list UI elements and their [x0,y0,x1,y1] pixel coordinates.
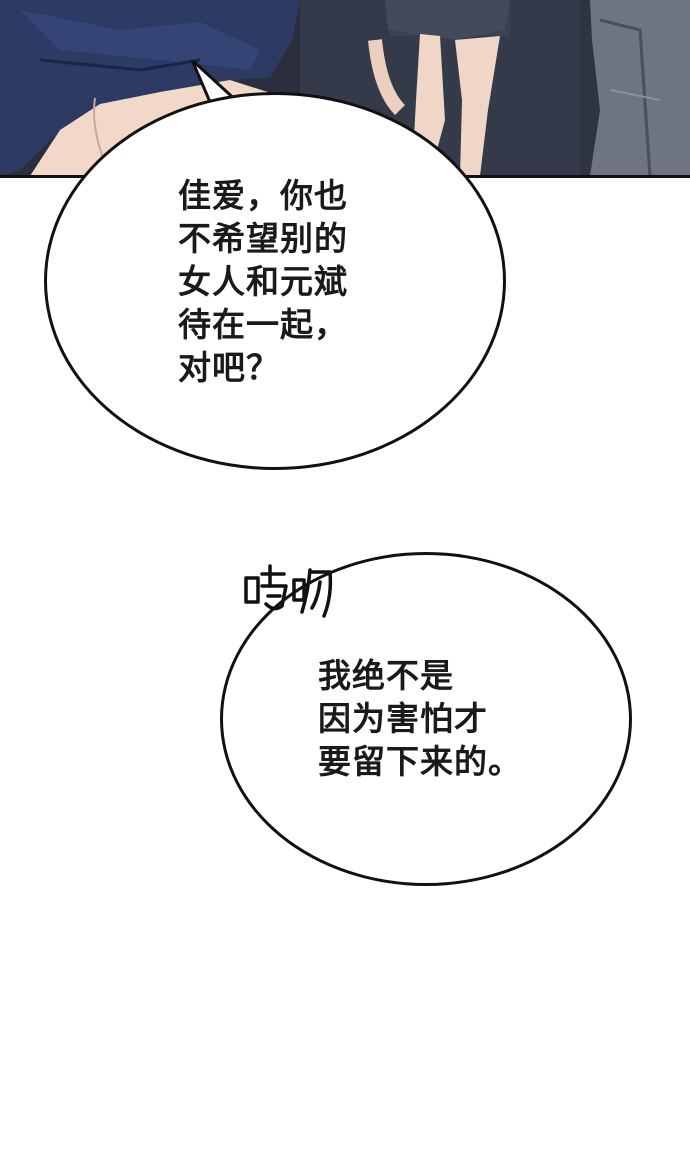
bubble-line: 佳爱，你也 [178,176,348,215]
speech-bubble-2-text: 我绝不是 因为害怕才 要留下来的。 [318,654,522,783]
bubble-line: 待在一起， [178,305,348,344]
speech-bubble-1 [44,92,506,470]
bubble-line: 因为害怕才 [318,699,488,738]
speech-bubble-1-text: 佳爱，你也 不希望别的 女人和元斌 待在一起， 对吧？ [178,174,348,389]
scene-illustration [0,0,690,178]
comic-panel-illustration [0,0,690,178]
speech-bubble-2 [220,552,632,886]
bubble-line: 我绝不是 [318,656,454,695]
bubble-line: 对吧？ [178,348,280,387]
bubble-line: 不希望别的 [178,219,348,258]
sound-effect-lettering [244,564,333,618]
bubble-line: 要留下来的。 [318,742,522,781]
bubble-line: 女人和元斌 [178,262,348,301]
